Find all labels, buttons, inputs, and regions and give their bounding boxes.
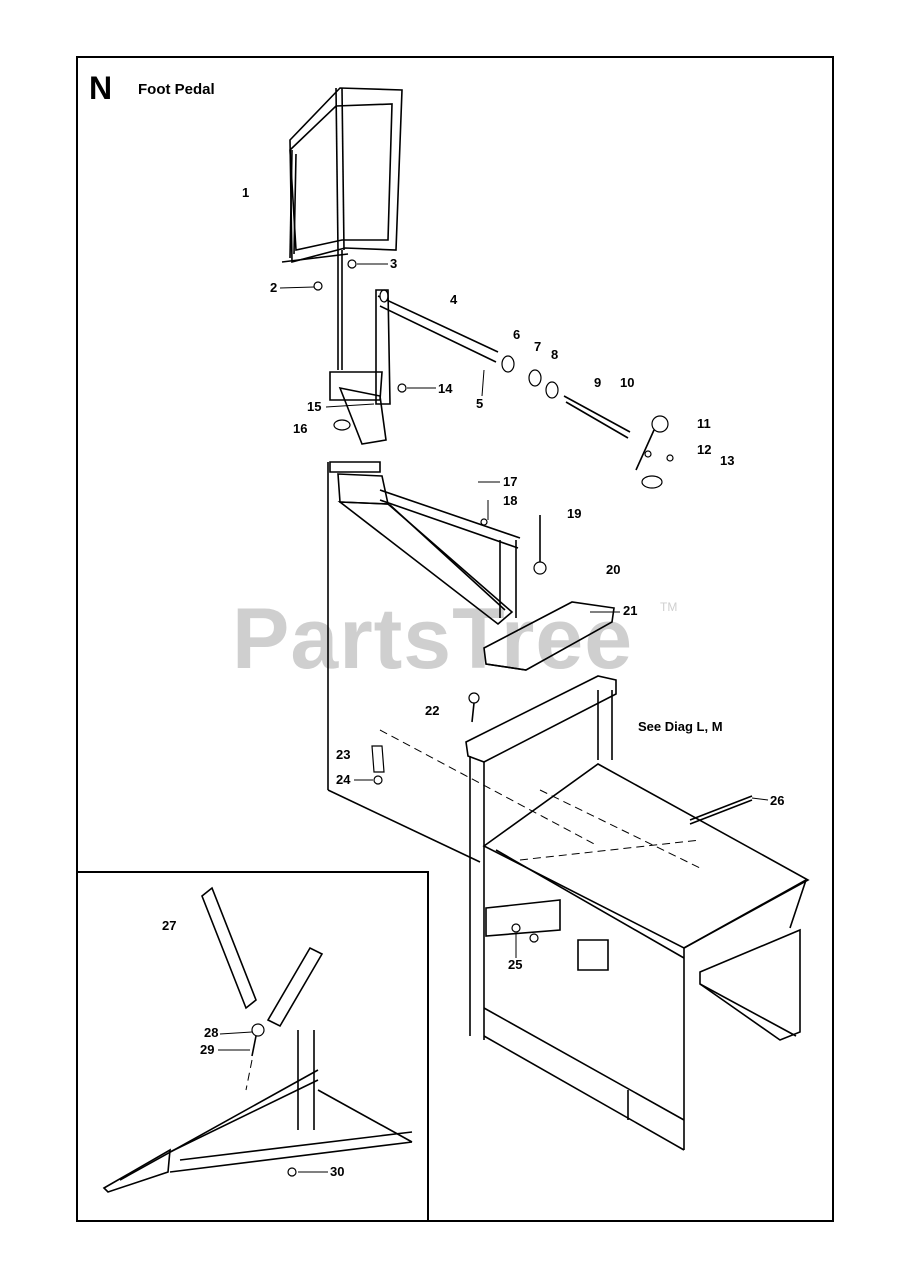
callout-28: 28 <box>204 1025 219 1040</box>
callout-4: 4 <box>450 292 458 307</box>
part-1-guard-frame <box>281 87 403 370</box>
callout-2: 2 <box>270 280 278 295</box>
leader-lines <box>218 263 769 1173</box>
part-15-bracket <box>329 289 407 445</box>
callout-26: 26 <box>770 793 785 808</box>
callout-6: 6 <box>513 327 521 342</box>
callout-11: 11 <box>697 416 711 431</box>
part-4-shaft <box>377 289 499 363</box>
inset-springs <box>102 886 413 1193</box>
callout-3: 3 <box>390 256 398 271</box>
base-frame <box>327 461 810 1151</box>
pedal-lever <box>337 473 547 626</box>
callout-7: 7 <box>534 339 542 354</box>
callout-19: 19 <box>567 506 582 521</box>
callout-15: 15 <box>307 399 322 414</box>
callout-14: 14 <box>438 381 453 396</box>
watermark: PartsTree <box>232 591 634 687</box>
callout-17: 17 <box>503 474 518 489</box>
inset-detail-frame <box>76 871 429 1222</box>
callout-12: 12 <box>697 442 712 457</box>
callout-29: 29 <box>200 1042 215 1057</box>
callout-22: 22 <box>425 703 440 718</box>
callout-25: 25 <box>508 957 523 972</box>
diagram-frame <box>76 56 834 1222</box>
callout-21: 21 <box>623 603 638 618</box>
section-letter: N <box>89 70 113 106</box>
callout-23: 23 <box>336 747 351 762</box>
section-title: Foot Pedal <box>138 81 215 98</box>
callout-10: 10 <box>620 375 635 390</box>
callout-8: 8 <box>551 347 559 362</box>
callout-16: 16 <box>293 421 308 436</box>
callout-20: 20 <box>606 562 621 577</box>
watermark-trademark: TM <box>660 600 678 614</box>
callout-24: 24 <box>336 772 351 787</box>
callout-30: 30 <box>330 1164 345 1179</box>
callout-13: 13 <box>720 453 735 468</box>
callout-9: 9 <box>594 375 602 390</box>
callout-5: 5 <box>476 396 484 411</box>
see-diagram-note: See Diag L, M <box>638 719 723 734</box>
callout-1: 1 <box>242 185 250 200</box>
callout-18: 18 <box>503 493 518 508</box>
callout-27: 27 <box>162 918 177 933</box>
